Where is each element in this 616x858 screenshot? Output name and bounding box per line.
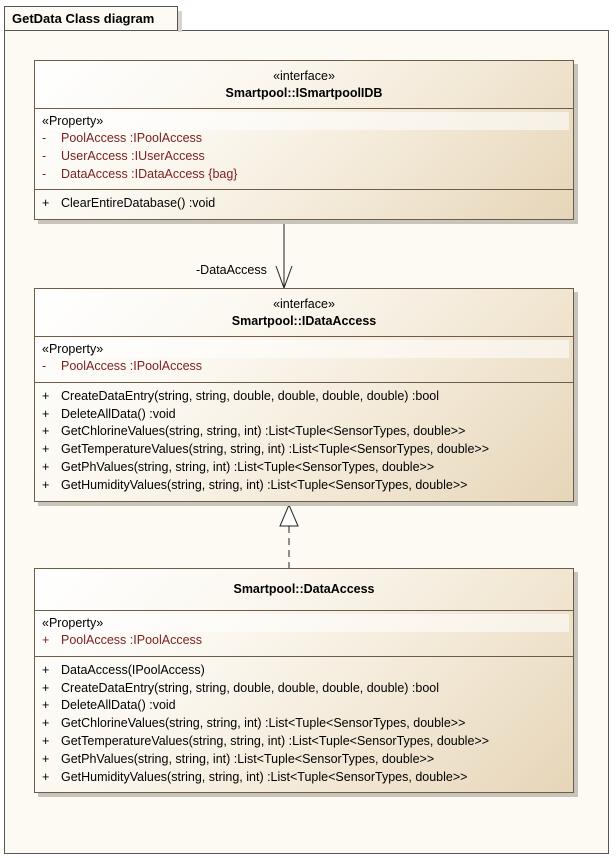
attribute-row: + PoolAccess :IPoolAccess [39, 632, 569, 650]
property-stereotype: «Property» [39, 340, 569, 358]
class-name: Smartpool::IDataAccess [231, 314, 377, 328]
class-header: «interface» Smartpool::ISmartpoolIDB [35, 61, 573, 108]
operations-compartment: + CreateDataEntry(string, string, double,… [35, 381, 573, 501]
operation-text: DataAccess(IPoolAccess) [61, 662, 205, 677]
operation-row: + GetChlorineValues(string, string, int) … [39, 715, 569, 733]
operation-text: GetHumidityValues(string, string, int) :… [61, 477, 468, 492]
attributes-compartment: «Property» -PoolAccess :IPoolAccess [35, 336, 573, 382]
visibility-marker: - [42, 359, 47, 373]
attributes-compartment: «Property» + PoolAccess :IPoolAccess [35, 610, 573, 656]
visibility-marker: + [42, 477, 50, 492]
operation-row: + GetTemperatureValues(string, string, in… [39, 733, 569, 751]
operation-row: + GetHumidityValues(string, string, int) … [39, 769, 569, 787]
visibility-marker: + [42, 769, 50, 784]
class-dataaccess[interactable]: Smartpool::DataAccess «Property» + PoolAc… [34, 568, 574, 794]
operations-compartment: + DataAccess(IPoolAccess) + CreateDataEntr… [35, 655, 573, 793]
attribute-text: PoolAccess :IPoolAccess [61, 633, 203, 647]
operation-text: GetChlorineValues(string, string, int) :… [61, 716, 466, 731]
class-stereotype: «interface» [273, 69, 335, 83]
visibility-marker: + [42, 442, 50, 457]
operation-row: + CreateDataEntry(string, string, double,… [39, 388, 569, 406]
visibility-marker: + [42, 196, 50, 211]
realization-arrowhead [279, 503, 299, 527]
association-role-label: -DataAccess [196, 263, 267, 277]
attribute-row: -DataAccess :IDataAccess {bag} [39, 166, 569, 184]
visibility-marker: + [42, 751, 50, 766]
visibility-marker: + [42, 698, 50, 713]
class-header: «interface» Smartpool::IDataAccess [35, 289, 573, 336]
diagram-title: GetData Class diagram [4, 6, 182, 32]
visibility-marker: + [42, 424, 50, 439]
operation-row: + GetHumidityValues(string, string, int) … [39, 477, 569, 495]
class-idataaccess[interactable]: «interface» Smartpool::IDataAccess «Prop… [34, 288, 574, 502]
operation-row: + CreateDataEntry(string, string, double,… [39, 680, 569, 698]
property-stereotype: «Property» [39, 112, 569, 130]
visibility-marker: - [42, 131, 47, 145]
operation-text: CreateDataEntry(string, string, double, … [61, 680, 440, 695]
attribute-row: -PoolAccess :IPoolAccess [39, 130, 569, 148]
visibility-marker: + [42, 633, 50, 647]
operation-text: DeleteAllData() :void [61, 406, 176, 421]
operation-text: CreateDataEntry(string, string, double, … [61, 388, 440, 403]
operation-row: + DeleteAllData() :void [39, 406, 569, 424]
class-ismartpoolidb[interactable]: «interface» Smartpool::ISmartpoolIDB «Pr… [34, 60, 574, 221]
operation-row: + GetPhValues(string, string, int) :List<… [39, 459, 569, 477]
operation-row: + GetPhValues(string, string, int) :List<… [39, 751, 569, 769]
attribute-text: UserAccess :IUserAccess [61, 148, 205, 163]
visibility-marker: + [42, 406, 50, 421]
attributes-compartment: «Property» -PoolAccess :IPoolAccess -Use… [35, 108, 573, 189]
operation-row: + GetTemperatureValues(string, string, in… [39, 441, 569, 459]
operation-text: GetPhValues(string, string, int) :List<T… [61, 459, 435, 474]
class-name: Smartpool::ISmartpoolIDB [225, 86, 383, 100]
visibility-marker: + [42, 662, 50, 677]
class-header: Smartpool::DataAccess [35, 569, 573, 610]
property-stereotype: «Property» [39, 614, 569, 632]
visibility-marker: + [42, 388, 50, 403]
attribute-text: DataAccess :IDataAccess {bag} [61, 166, 238, 181]
operations-compartment: + ClearEntireDatabase() :void [35, 189, 573, 219]
visibility-marker: - [42, 166, 47, 181]
visibility-marker: + [42, 459, 50, 474]
operation-text: GetHumidityValues(string, string, int) :… [61, 769, 468, 784]
visibility-marker: + [42, 680, 50, 695]
attribute-text: PoolAccess :IPoolAccess [61, 131, 203, 145]
operation-text: GetPhValues(string, string, int) :List<T… [61, 751, 435, 766]
operation-text: GetChlorineValues(string, string, int) :… [61, 424, 466, 439]
operation-row: + DataAccess(IPoolAccess) [39, 662, 569, 680]
attribute-row: -UserAccess :IUserAccess [39, 148, 569, 166]
operation-text: GetTemperatureValues(string, string, int… [61, 442, 490, 457]
visibility-marker: - [42, 148, 47, 163]
attribute-text: PoolAccess :IPoolAccess [61, 359, 203, 373]
visibility-marker: + [42, 716, 50, 731]
class-name: Smartpool::DataAccess [233, 582, 375, 596]
class-stereotype: «interface» [273, 297, 335, 311]
attribute-row: -PoolAccess :IPoolAccess [39, 358, 569, 376]
operation-row: + GetChlorineValues(string, string, int) … [39, 423, 569, 441]
visibility-marker: + [42, 733, 50, 748]
operation-text: DeleteAllData() :void [61, 698, 176, 713]
operation-row: + ClearEntireDatabase() :void [39, 195, 569, 213]
operation-text: GetTemperatureValues(string, string, int… [61, 733, 490, 748]
operation-row: + DeleteAllData() :void [39, 697, 569, 715]
operation-text: ClearEntireDatabase() :void [61, 196, 216, 211]
